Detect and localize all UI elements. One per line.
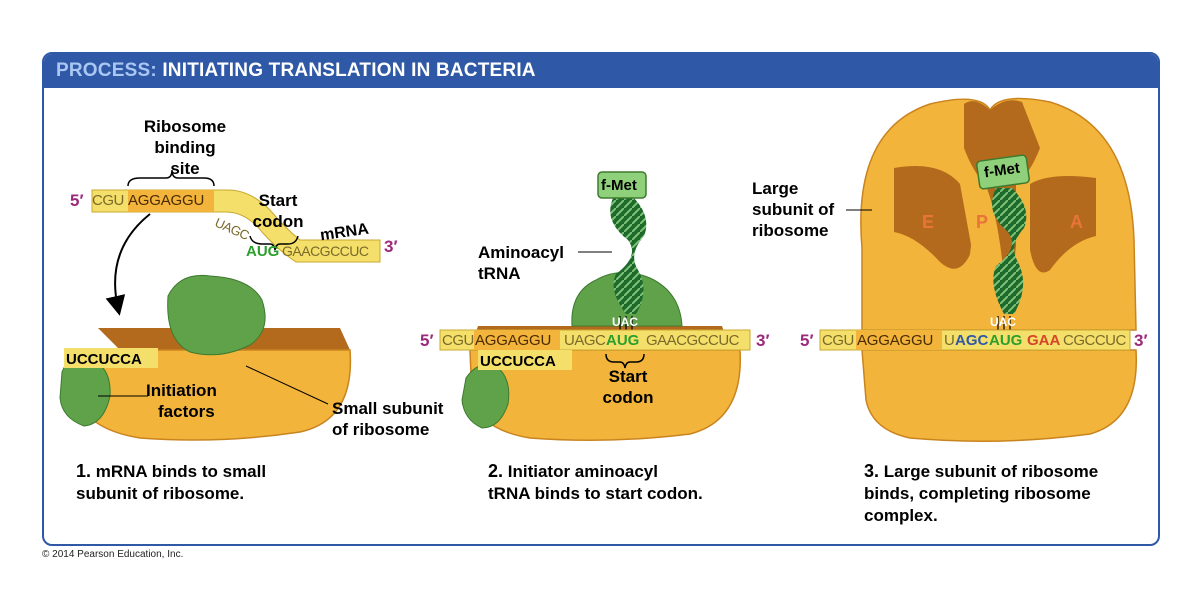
panel-title: PROCESS: INITIATING TRANSLATION IN BACTE…	[44, 54, 1158, 88]
copyright: © 2014 Pearson Education, Inc.	[42, 549, 184, 560]
step-1-caption: 1. mRNA binds to small subunit of riboso…	[76, 460, 266, 505]
title-text: INITIATING TRANSLATION IN BACTERIA	[162, 60, 536, 81]
seq3-u: U	[944, 332, 955, 349]
mrna-start-1: AUG	[246, 243, 280, 260]
start-codon-label-1-line2: codon	[252, 212, 304, 231]
title-prefix: PROCESS:	[56, 60, 157, 81]
start-codon-label-2-line1: Start	[608, 367, 648, 386]
step-3-line3: complex.	[864, 506, 938, 525]
step-3-line2: binds, completing ribosome	[864, 484, 1091, 503]
mrna-seg1-2: CGU	[442, 332, 474, 349]
start-codon-label-2-line2: codon	[602, 388, 654, 407]
five-prime-3: 5′	[800, 331, 814, 350]
mrna-strand-1	[91, 189, 381, 263]
step-3-number: 3.	[864, 461, 880, 481]
step-1-line2: subunit of ribosome.	[76, 484, 245, 503]
seq3-p-site: AGC	[955, 332, 989, 349]
five-prime-2: 5′	[420, 331, 434, 350]
site-p-label: P	[976, 212, 989, 232]
three-prime-3: 3′	[1134, 331, 1148, 350]
large-label-line3: ribosome	[752, 221, 829, 240]
seq3-a-site: GAA	[1027, 332, 1061, 349]
mrna-mid-2: UAGC	[564, 332, 606, 349]
small-subunit-label: Small subunit of ribosome	[332, 398, 443, 440]
fmet-label-2: f-Met	[601, 177, 637, 194]
rbs-label-line1: Ribosome	[143, 117, 227, 136]
step-1-number: 1.	[76, 461, 92, 481]
mrna-start-2: AUG	[606, 332, 640, 349]
binding-arrow	[105, 213, 151, 316]
step-1-line1: mRNA binds to small	[95, 462, 267, 481]
seq3-seg1: CGU	[822, 332, 854, 349]
mrna-tail-2: GAACGCCUC	[646, 332, 740, 349]
mrna-rbs-2: AGGAGGU	[475, 332, 552, 349]
start-codon-brace-2	[605, 353, 645, 369]
initiation-factors-1	[59, 274, 266, 427]
step-2-number: 2.	[488, 461, 504, 481]
anticodon-2: UAC	[612, 315, 638, 329]
aminoacyl-label: Aminoacyl tRNA	[478, 242, 564, 284]
large-label-line1: Large	[752, 179, 799, 198]
start-codon-label-1: Start codon	[250, 190, 306, 232]
aminoacyl-line2: tRNA	[478, 264, 521, 283]
large-subunit-label: Large subunit of ribosome	[752, 178, 834, 241]
site-a-label: A	[1070, 212, 1083, 232]
initiation-label-line1: Initiation	[146, 381, 217, 400]
initiation-factors-label-1: Initiation factors	[146, 380, 217, 422]
step-3-line1: Large subunit of ribosome	[883, 462, 1099, 481]
small-label-line2: of ribosome	[332, 420, 430, 439]
mrna-rbs-1: AGGAGGU	[128, 192, 205, 209]
rbs-brace	[127, 169, 215, 187]
anti-sd-band-2	[478, 350, 572, 370]
step-2-line1: Initiator aminoacyl	[507, 462, 658, 481]
rbs-label: Ribosome binding site	[128, 116, 242, 179]
anti-sd-band-1	[64, 348, 158, 368]
rbs-label-line3: site	[170, 159, 200, 178]
seq3-tail: CGCCUC	[1063, 332, 1126, 349]
fmet-box-2	[597, 171, 647, 199]
site-e-label: E	[922, 212, 935, 232]
small-subunit-1	[69, 328, 352, 441]
step-2-line2: tRNA binds to start codon.	[488, 484, 703, 503]
step-2-caption: 2. Initiator aminoacyl tRNA binds to sta…	[488, 460, 703, 505]
seq3-start: AUG	[989, 332, 1023, 349]
rbs-label-line2: binding	[154, 138, 216, 157]
mrna-tail-1: GAACGCCUC	[282, 243, 369, 259]
initiation-label-line2: factors	[158, 402, 215, 421]
small-label-line1: Small subunit	[332, 399, 444, 418]
aminoacyl-trna-2	[610, 196, 647, 314]
large-label-line2: subunit of	[752, 200, 835, 219]
five-prime-1: 5′	[70, 191, 84, 210]
start-codon-brace	[249, 235, 299, 251]
step-3-caption: 3. Large subunit of ribosome binds, comp…	[864, 460, 1098, 527]
aminoacyl-line1: Aminoacyl	[478, 243, 564, 262]
mrna-seg1-1: CGU	[92, 192, 124, 209]
start-codon-label-1-line1: Start	[258, 191, 298, 210]
small-subunit-3	[861, 349, 1138, 442]
fmet-box-3	[976, 154, 1030, 190]
three-prime-2: 3′	[756, 331, 770, 350]
anti-sd-1: UCCUCCA	[66, 351, 142, 368]
three-prime-1: 3′	[384, 237, 398, 256]
start-codon-label-2: Start codon	[596, 366, 660, 408]
anti-sd-2: UCCUCCA	[480, 353, 556, 370]
seq3-rbs: AGGAGGU	[857, 332, 934, 349]
anticodon-3: UAC	[990, 315, 1016, 329]
aminoacyl-trna-3	[992, 188, 1027, 314]
small-leader-1	[245, 365, 329, 405]
